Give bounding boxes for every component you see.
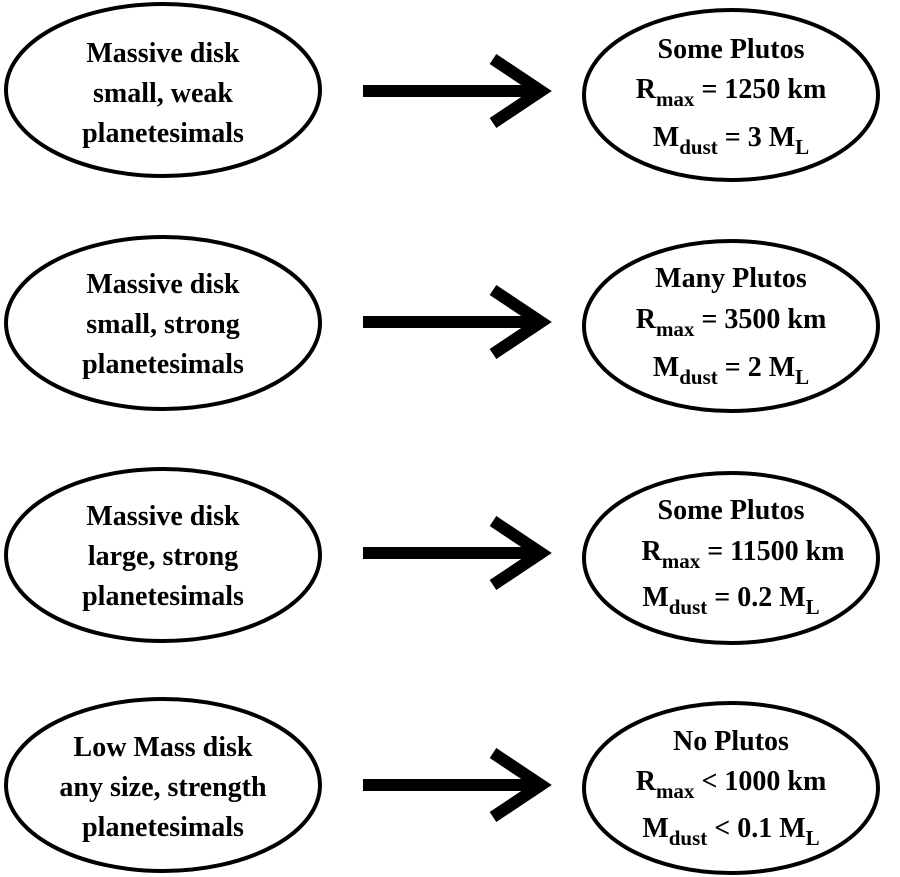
arrow-2 <box>363 285 552 359</box>
input-oval-2 <box>4 235 322 411</box>
input-label-3-line-2: large, strong <box>88 541 238 572</box>
output-title-3: Some Plutos <box>658 495 805 526</box>
arrow-head-2 <box>489 285 552 359</box>
input-label-4-line-2: any size, strength <box>59 772 267 803</box>
diagram-row-2: Massive disk small, strong planetesimals… <box>4 235 880 413</box>
arrow-4 <box>363 748 552 822</box>
diagram-row-3: Massive disk large, strong planetesimals… <box>4 467 880 645</box>
output-rmax-3: Rmax = 11500 km <box>641 536 844 573</box>
input-label-2-line-1: Massive disk <box>86 269 240 300</box>
input-label-3-line-3: planetesimals <box>82 581 244 612</box>
input-oval-3 <box>4 467 322 643</box>
output-rmax-4: Rmax < 1000 km <box>636 766 827 803</box>
input-label-3-line-1: Massive disk <box>86 501 240 532</box>
output-mdust-2: Mdust = 2 ML <box>653 352 809 389</box>
output-mdust-4: Mdust < 0.1 ML <box>642 813 819 850</box>
arrow-head-4 <box>489 748 552 822</box>
output-oval-4 <box>582 701 880 875</box>
output-mdust-3: Mdust = 0.2 ML <box>642 582 819 619</box>
input-label-1-line-1: Massive disk <box>86 38 240 69</box>
arrow-head-3 <box>489 516 552 590</box>
output-title-1: Some Plutos <box>658 34 805 65</box>
output-oval-1 <box>582 8 880 182</box>
arrow-3 <box>363 516 552 590</box>
arrow-1 <box>363 54 552 128</box>
diagram-row-4: Low Mass disk any size, strength planete… <box>4 697 880 875</box>
diagram-row-1: Massive disk small, weak planetesimals S… <box>4 2 880 182</box>
output-oval-2 <box>582 239 880 413</box>
input-label-4-line-3: planetesimals <box>82 812 244 843</box>
input-oval-4 <box>4 697 322 873</box>
input-label-4-line-1: Low Mass disk <box>74 732 253 763</box>
output-rmax-2: Rmax = 3500 km <box>636 304 827 341</box>
arrow-head-1 <box>489 54 552 128</box>
output-oval-3 <box>582 471 880 645</box>
output-rmax-1: Rmax = 1250 km <box>636 74 827 111</box>
input-label-2-line-3: planetesimals <box>82 349 244 380</box>
input-label-1-line-3: planetesimals <box>82 118 244 149</box>
output-title-2: Many Plutos <box>655 263 807 294</box>
input-label-2-line-2: small, strong <box>86 309 240 340</box>
input-label-1-line-2: small, weak <box>93 78 233 109</box>
input-oval-1 <box>4 2 322 178</box>
output-mdust-1: Mdust = 3 ML <box>653 122 809 159</box>
output-title-4: No Plutos <box>673 726 789 757</box>
